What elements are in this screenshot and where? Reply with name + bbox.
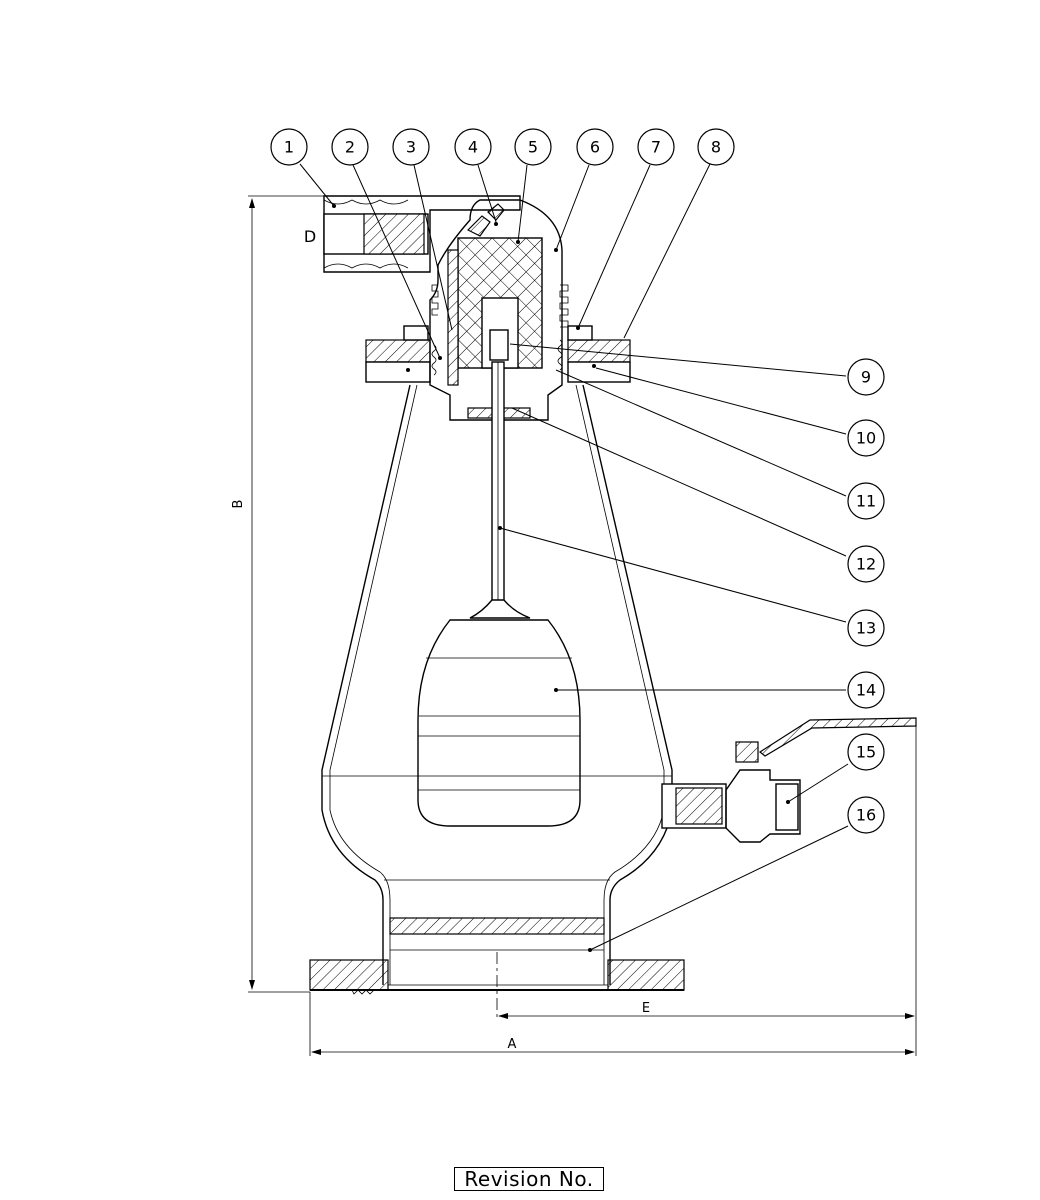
revision-number-box: Revision No.: [454, 1167, 604, 1191]
base-flange: [309, 959, 685, 995]
svg-text:12: 12: [856, 555, 876, 574]
port-dim-d: D: [304, 227, 316, 246]
balloon-15: 15: [847, 733, 885, 771]
lower-neck: [382, 900, 611, 985]
balloon-5: 5: [514, 128, 552, 166]
svg-text:4: 4: [468, 138, 478, 157]
dim-label-e: E: [642, 1001, 650, 1016]
svg-text:2: 2: [345, 138, 355, 157]
balloon-7: 7: [637, 128, 675, 166]
leader-lines: [299, 163, 849, 952]
svg-text:15: 15: [856, 743, 876, 762]
balloon-16: 16: [847, 796, 885, 834]
balloon-6: 6: [576, 128, 614, 166]
svg-text:11: 11: [856, 492, 876, 511]
balloon-1: 1: [270, 128, 308, 166]
svg-text:8: 8: [711, 138, 721, 157]
balloon-4: 4: [454, 128, 492, 166]
svg-text:16: 16: [856, 806, 876, 825]
balloon-9: 9: [847, 358, 885, 396]
balloon-12: 12: [847, 545, 885, 583]
float-stem: [469, 361, 531, 619]
balloon-14: 14: [847, 671, 885, 709]
svg-text:5: 5: [528, 138, 538, 157]
balloon-3: 3: [392, 128, 430, 166]
svg-text:3: 3: [406, 138, 416, 157]
svg-text:1: 1: [284, 138, 294, 157]
cartridge: [431, 203, 563, 386]
float-ball: [417, 619, 581, 827]
svg-text:13: 13: [856, 619, 876, 638]
balloon-13: 13: [847, 609, 885, 647]
outlet-port: D: [304, 195, 521, 273]
ball-valve: [661, 717, 917, 843]
dim-label-b: B: [231, 500, 246, 509]
svg-text:10: 10: [856, 429, 876, 448]
svg-text:7: 7: [651, 138, 661, 157]
balloon-8: 8: [697, 128, 735, 166]
balloon-2: 2: [331, 128, 369, 166]
item-balloons: 1 2 3 4 5 6 7 8 9 10 11 12 13 14 15 16: [270, 128, 885, 834]
svg-text:9: 9: [861, 368, 871, 387]
svg-text:6: 6: [590, 138, 600, 157]
balloon-11: 11: [847, 482, 885, 520]
dimension-lines: [248, 195, 917, 1056]
top-flange: [365, 325, 631, 383]
balloon-10: 10: [847, 419, 885, 457]
dim-label-a: A: [508, 1037, 517, 1052]
svg-text:14: 14: [856, 681, 876, 700]
